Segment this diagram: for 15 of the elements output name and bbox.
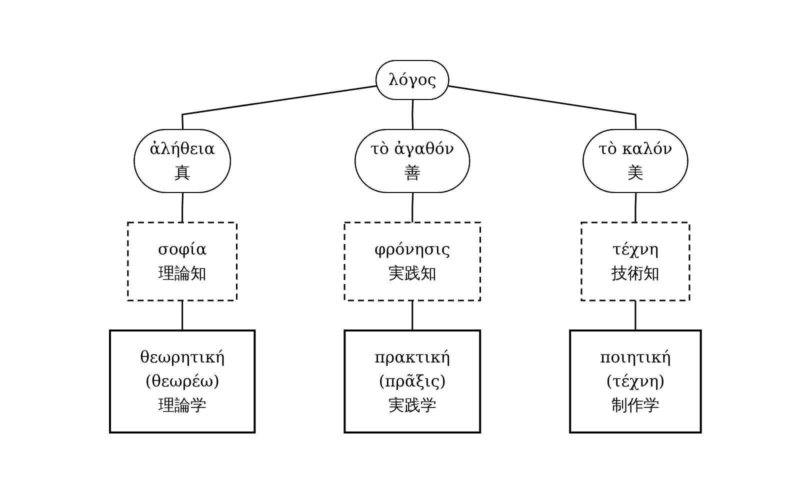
node-box: τέχνη 技術知 (580, 222, 690, 302)
connector (182, 85, 378, 130)
node-box: ποιητική (τέχνη) 制作学 (569, 330, 702, 434)
connector (412, 192, 414, 222)
connector (634, 300, 636, 330)
connector (412, 300, 414, 330)
connector (182, 192, 184, 222)
node-box: θεωρητική (θεωρέω) 理論学 (109, 330, 256, 434)
connector (448, 85, 637, 130)
connector (412, 100, 414, 130)
node-box: σοφία 理論知 (127, 222, 238, 302)
connector (634, 192, 637, 222)
connector (182, 300, 184, 330)
node-box: φρόνησις 実践知 (344, 222, 482, 302)
node-box: πρακτική (πρᾶξις) 実践学 (344, 330, 482, 434)
